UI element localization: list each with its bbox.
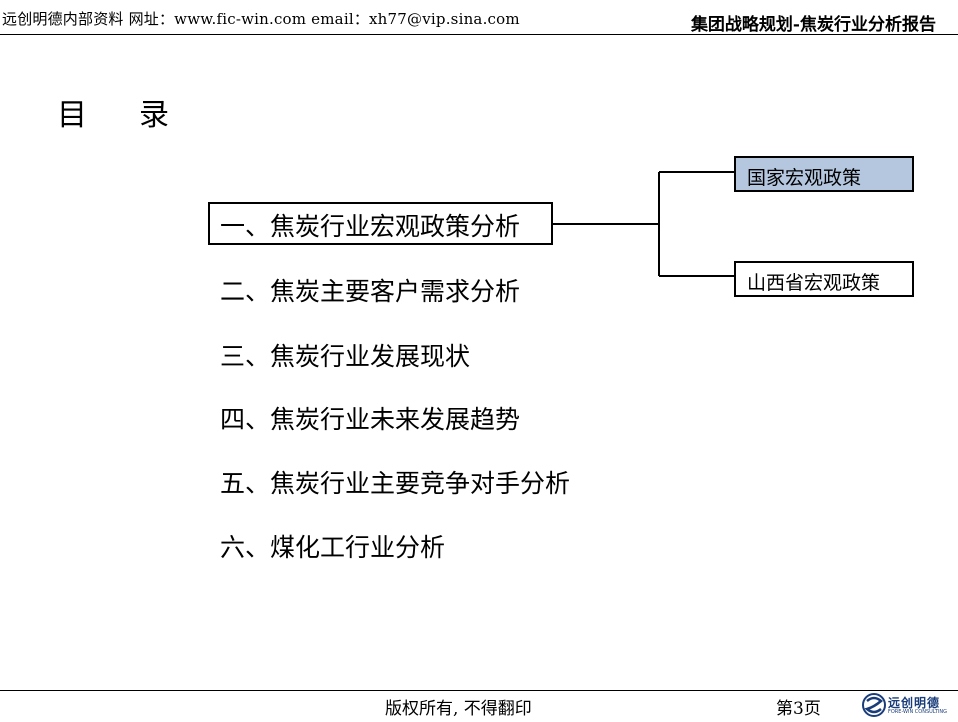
- header-divider: [0, 34, 958, 35]
- logo-swirl-icon: [862, 693, 886, 717]
- logo-text: 远创明德: [888, 696, 941, 710]
- company-logo: 远创明德 FORE-WIN CONSULTING: [862, 692, 956, 718]
- logo-subtext: FORE-WIN CONSULTING: [888, 709, 948, 715]
- toc-item-6[interactable]: 六、煤化工行业分析: [220, 533, 446, 562]
- page-number: 第3页: [776, 699, 821, 719]
- page-title: 目录: [57, 98, 221, 133]
- toc-item-4[interactable]: 四、焦炭行业未来发展趋势: [220, 405, 521, 434]
- footer-divider: [0, 690, 958, 691]
- toc-item-2[interactable]: 二、焦炭主要客户需求分析: [220, 277, 521, 306]
- toc-selected-box: [208, 202, 553, 245]
- header-left-text: 远创明德内部资料 网址：www.fic-win.com email：xh77@v…: [2, 10, 520, 28]
- header-right-title: 集团战略规划-焦炭行业分析报告: [690, 15, 936, 35]
- footer-copyright: 版权所有, 不得翻印: [385, 699, 532, 719]
- toc-item-1[interactable]: 一、焦炭行业宏观政策分析: [220, 212, 521, 241]
- subtopic-shanxi-policy[interactable]: 山西省宏观政策: [734, 261, 914, 297]
- toc-item-3[interactable]: 三、焦炭行业发展现状: [220, 342, 471, 371]
- subtopic-national-policy[interactable]: 国家宏观政策: [734, 156, 914, 192]
- toc-item-5[interactable]: 五、焦炭行业主要竞争对手分析: [220, 469, 571, 498]
